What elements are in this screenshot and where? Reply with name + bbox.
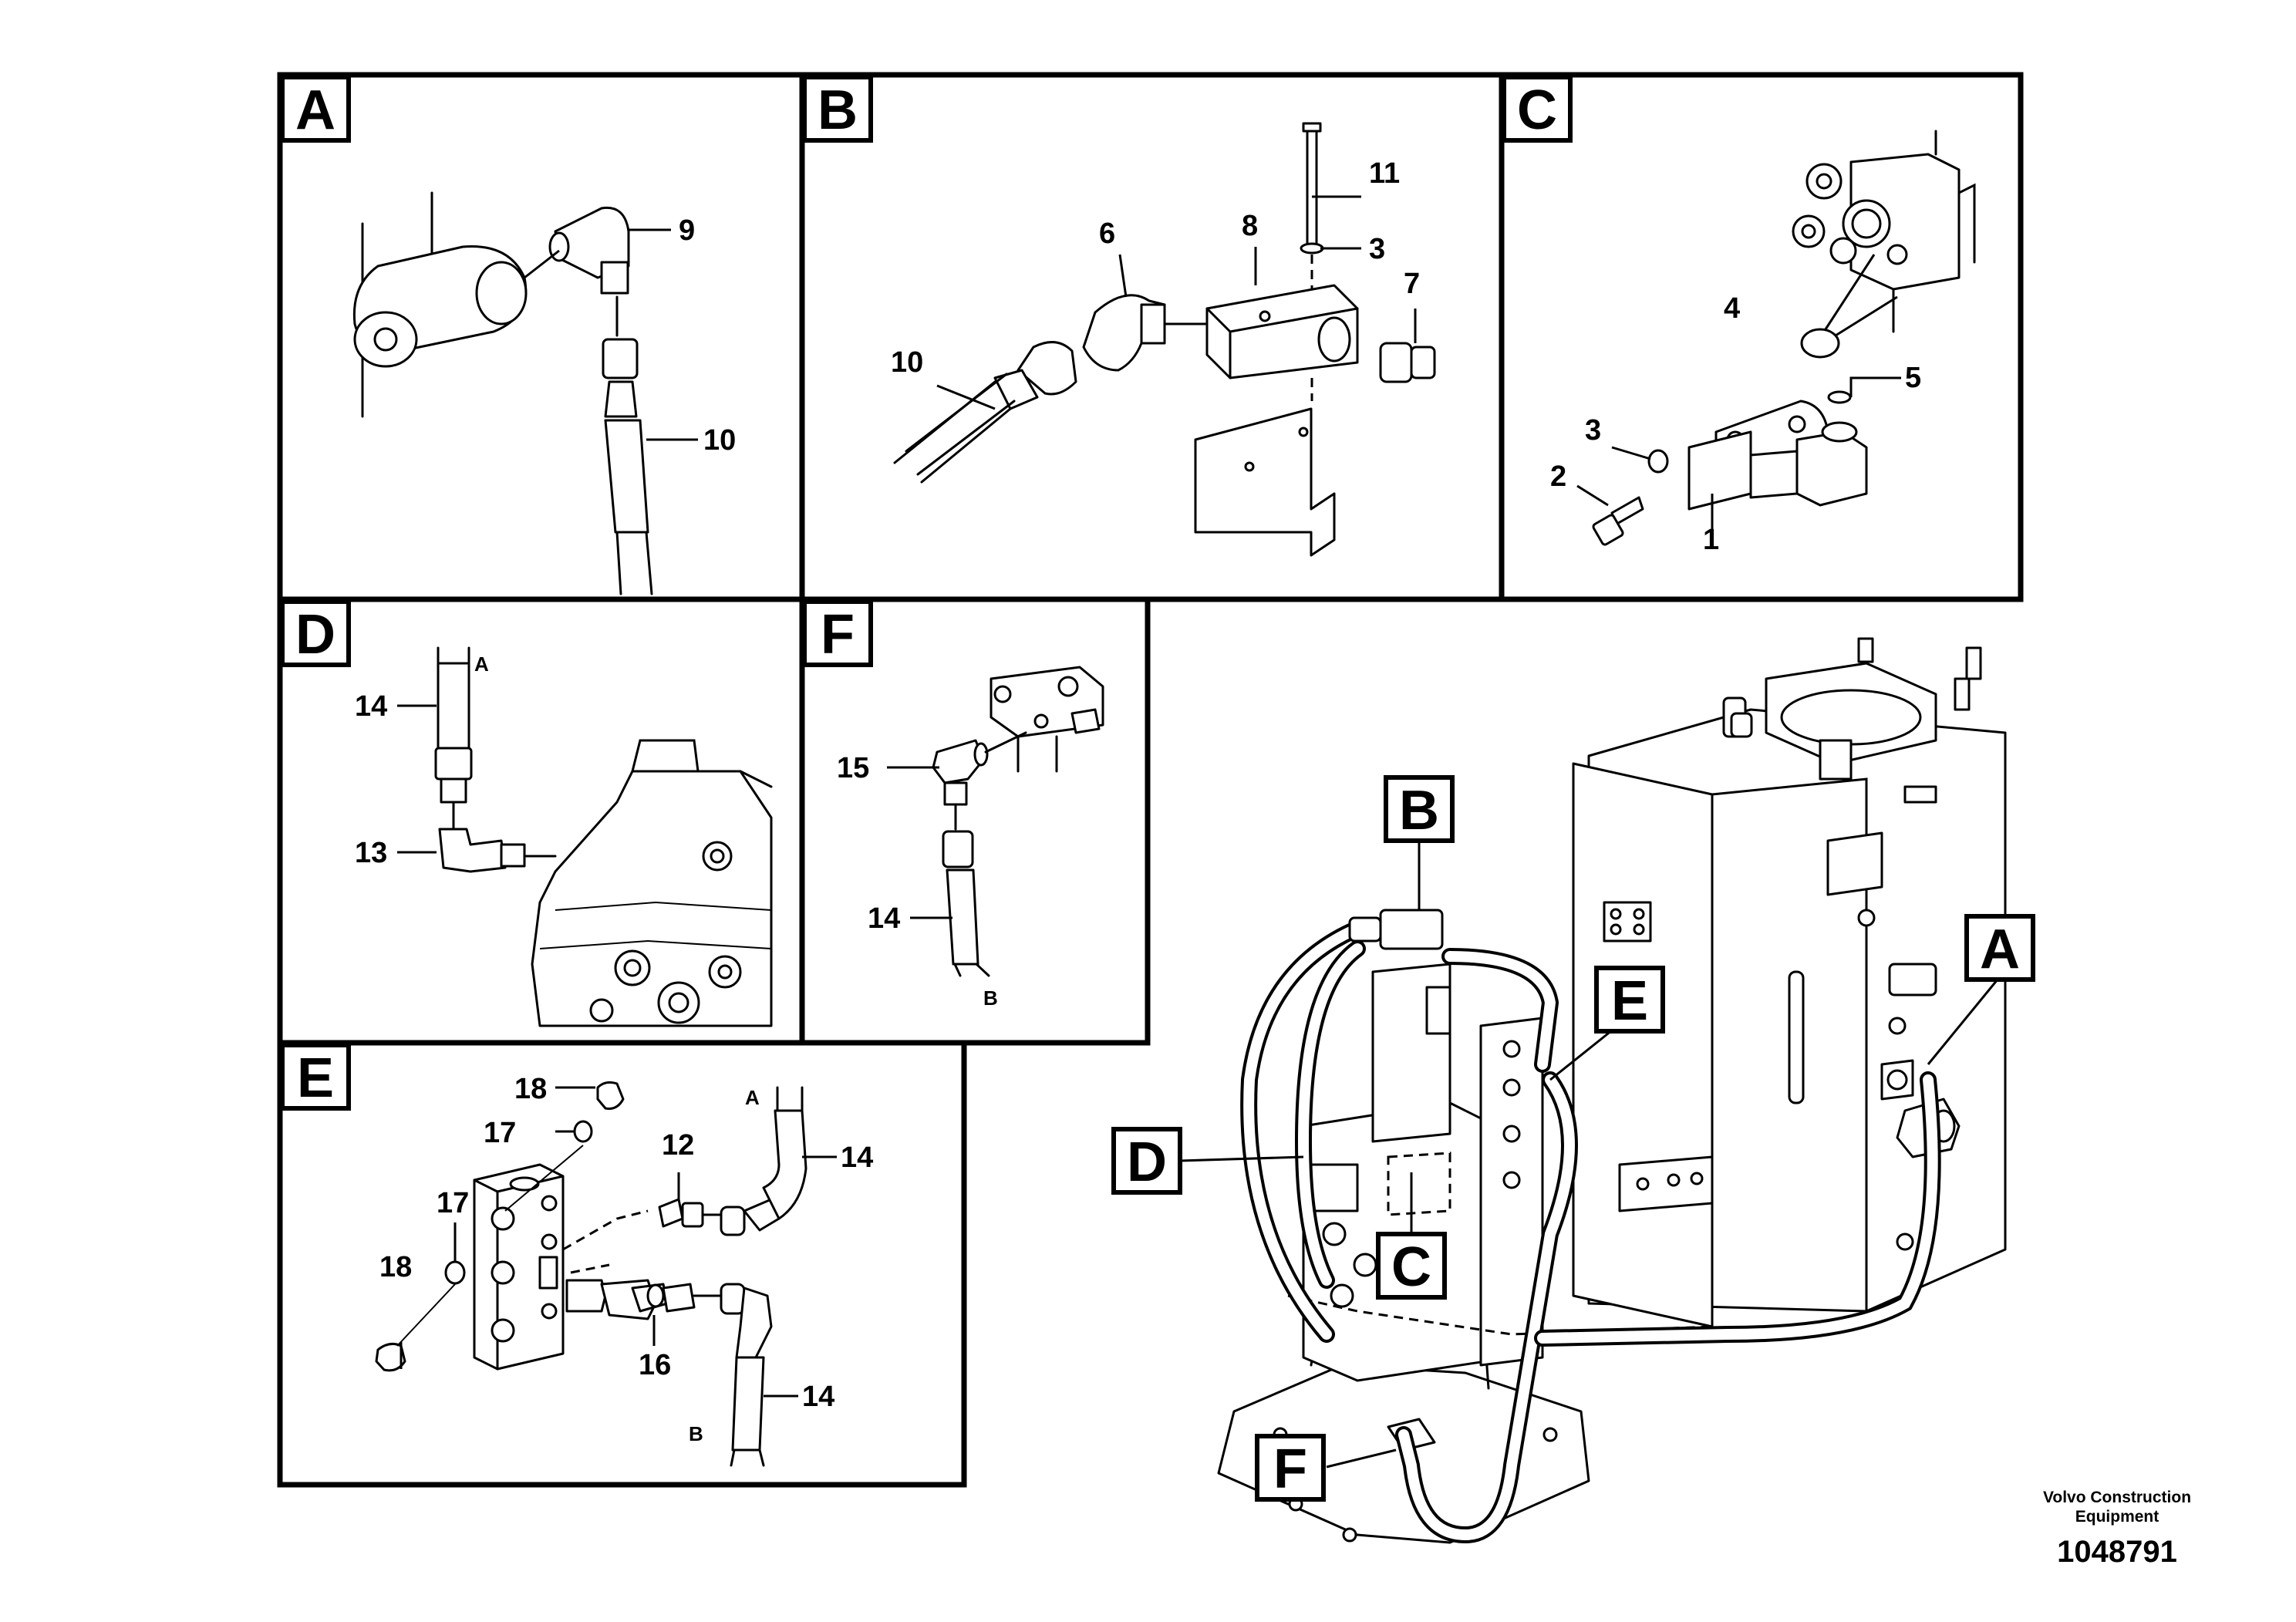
panel-e-tag: E xyxy=(297,1047,334,1109)
panel-b-drawing xyxy=(893,122,1436,557)
panel-c-callout-4: 4 xyxy=(1724,292,1740,325)
overview-tag-b: B xyxy=(1399,780,1439,841)
panel-a-callout-10: 10 xyxy=(703,424,736,457)
company-name-line1: Volvo Construction xyxy=(2043,1489,2191,1506)
panel-b: B 11 xyxy=(799,72,1505,602)
panel-c-callout-3: 3 xyxy=(1585,414,1601,447)
panel-b-tag-box xyxy=(802,75,873,143)
panel-b-callout-8: 8 xyxy=(1242,210,1258,242)
panel-d-tag: D xyxy=(295,604,335,666)
overview-tag-b-box xyxy=(1384,775,1455,843)
overview-tag-f: F xyxy=(1273,1438,1307,1500)
panel-e-callout-17-left: 17 xyxy=(437,1187,469,1219)
panel-c-callout-1: 1 xyxy=(1703,524,1719,556)
panel-c-callout-5: 5 xyxy=(1905,362,1921,394)
panel-b-callout-3: 3 xyxy=(1369,233,1385,265)
hydraulic-tank xyxy=(1572,637,2007,1328)
panel-e-callout-18-top: 18 xyxy=(514,1073,547,1105)
panel-e-tag-box xyxy=(280,1043,351,1111)
panel-b-tag: B xyxy=(818,79,858,141)
panel-c-tag: C xyxy=(1517,79,1557,141)
panel-e-frame xyxy=(277,1040,967,1488)
panel-e-drawing xyxy=(375,1081,837,1467)
panel-b-callout-10: 10 xyxy=(891,346,923,379)
panel-a-drawing xyxy=(352,191,698,595)
panel-a-callout-9: 9 xyxy=(679,214,695,247)
panel-f-tag-box xyxy=(802,599,873,667)
panel-c-drawing xyxy=(1576,130,1976,546)
panel-a-tag: A xyxy=(295,79,335,141)
panel-f-callout-15: 15 xyxy=(837,752,869,784)
panel-e-callout-14-bottom: 14 xyxy=(802,1381,834,1413)
panel-f: F 15 14 B xyxy=(799,596,1151,1046)
panel-a-tag-box xyxy=(280,75,351,143)
panel-e-callout-12: 12 xyxy=(662,1129,694,1162)
hoses xyxy=(1240,909,1941,1544)
panel-d: D A 14 13 xyxy=(277,596,805,1046)
panel-d-hose-end-a: A xyxy=(474,653,489,676)
panel-f-hose-end-b: B xyxy=(983,986,998,1010)
panel-e-hose-end-a: A xyxy=(745,1086,760,1109)
panel-c-tag-box xyxy=(1502,75,1573,143)
drawing-number: 1048791 xyxy=(2057,1535,2177,1569)
panel-d-tag-box xyxy=(280,599,351,667)
overview-tag-c-box xyxy=(1376,1232,1447,1300)
panel-e-callout-14-top: 14 xyxy=(841,1141,873,1174)
panel-e-hose-end-b: B xyxy=(689,1422,703,1445)
panel-f-drawing xyxy=(887,666,1104,977)
panel-c-frame xyxy=(1499,72,2024,602)
overview-tag-d-box xyxy=(1111,1127,1182,1195)
panel-a: A 9 10 xyxy=(277,72,805,602)
panel-e-callout-18-left: 18 xyxy=(379,1251,412,1283)
overview-tag-a-box xyxy=(1964,914,2035,982)
overview-leader-f xyxy=(1326,1448,1397,1469)
overview-leader-a xyxy=(1927,979,1999,1065)
panel-f-frame xyxy=(799,596,1151,1046)
overview-tag-f-box xyxy=(1255,1434,1326,1502)
overview-tag-d: D xyxy=(1127,1131,1167,1193)
panel-d-callout-13: 13 xyxy=(355,837,387,869)
footer: Volvo Construction Equipment 1048791 xyxy=(2043,1489,2191,1569)
overview-tag-e-box xyxy=(1594,966,1665,1034)
panel-f-tag: F xyxy=(821,604,855,666)
panel-c-callout-2: 2 xyxy=(1550,460,1566,493)
panel-e-callout-17-top: 17 xyxy=(484,1117,516,1149)
panel-d-drawing xyxy=(397,646,773,1027)
panel-b-callout-6: 6 xyxy=(1099,218,1115,250)
overview-tag-e: E xyxy=(1611,970,1648,1032)
panel-d-callout-14: 14 xyxy=(355,690,387,723)
panel-b-callout-11: 11 xyxy=(1369,157,1400,190)
panel-f-callout-14: 14 xyxy=(868,902,900,935)
overview-tag-a: A xyxy=(1980,919,2020,980)
company-name-line2: Equipment xyxy=(2075,1508,2159,1526)
overview-leader-d xyxy=(1179,1155,1304,1162)
overview-assembly: B A E D C F xyxy=(1111,637,2035,1544)
panel-e: E xyxy=(277,1040,967,1488)
panel-e-callout-16: 16 xyxy=(639,1349,671,1381)
panel-b-callout-7: 7 xyxy=(1404,268,1420,300)
panel-c: C xyxy=(1499,72,2024,602)
overview-tag-c: C xyxy=(1391,1236,1431,1298)
